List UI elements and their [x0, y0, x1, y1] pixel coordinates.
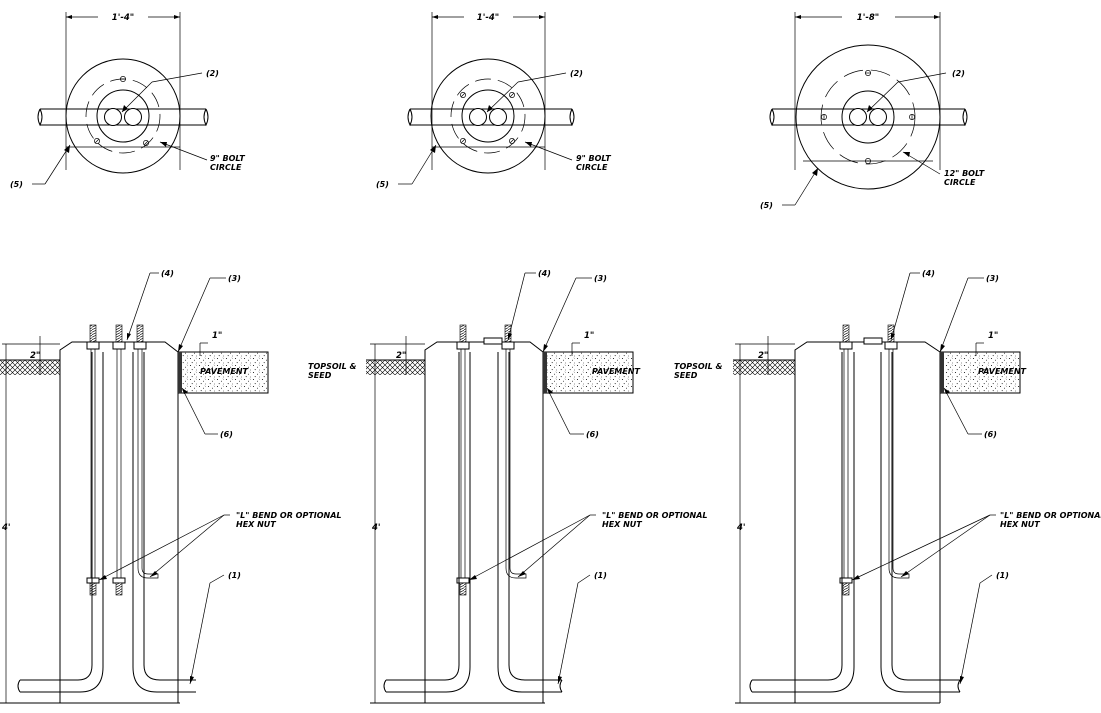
- detail-3: 1'-8" (2) 12" BOLT CIRCLE: [674, 12, 1101, 704]
- anchor-bolt-holes: [94, 76, 149, 146]
- base-plate: [841, 90, 895, 144]
- label-6: (6): [220, 430, 233, 439]
- label-5: (5): [10, 180, 23, 189]
- bend-note-line1: "L" BEND OR OPTIONAL: [602, 511, 708, 520]
- detail-2: 1'-4" (2) 9" BOLT CIRCLE: [308, 12, 708, 704]
- label-4: (4): [161, 269, 174, 278]
- bolt-circle-line: [820, 69, 916, 165]
- section-view-1: PAVEMENT 4' 2" 1": [0, 269, 342, 704]
- topsoil-label-line1: TOPSOIL &: [674, 362, 723, 371]
- bend-note-line2: HEX NUT: [602, 520, 642, 529]
- label-1: (1): [996, 571, 1009, 580]
- plan-view-2: 1'-4" (2) 9" BOLT CIRCLE: [376, 12, 611, 189]
- topsoil-label-line1: TOPSOIL &: [308, 362, 357, 371]
- dim-4ft: 4': [1, 523, 11, 533]
- conduit-hole-left: [849, 108, 867, 126]
- bolt-circle-label-line1: 12" BOLT: [944, 169, 985, 178]
- concrete-pier: [794, 341, 941, 703]
- conduit-hole-left: [469, 108, 487, 126]
- label-1: (1): [594, 571, 607, 580]
- bolt-circle-label-line1: 9" BOLT: [210, 154, 245, 163]
- dim-2in: 2": [758, 351, 768, 361]
- topsoil-label-line2: SEED: [308, 371, 332, 380]
- expansion-joint: [178, 352, 182, 393]
- conduits: [749, 352, 961, 693]
- label-2: (2): [206, 69, 219, 78]
- bend-note-line2: HEX NUT: [1000, 520, 1040, 529]
- pavement-label: PAVEMENT: [978, 367, 1027, 376]
- plan-width-dimension: 1'-4": [112, 13, 134, 23]
- pavement-section: [542, 351, 634, 394]
- plan-width-dimension: 1'-8": [857, 13, 879, 23]
- topsoil-hatch: [733, 360, 795, 375]
- plan-width-dimension: 1'-4": [477, 13, 499, 23]
- conduit-hole-left: [104, 108, 122, 126]
- dim-1in: 1": [584, 331, 594, 341]
- label-2: (2): [570, 69, 583, 78]
- label-3: (3): [594, 274, 607, 283]
- label-2: (2): [952, 69, 965, 78]
- dim-4ft: 4': [736, 523, 746, 533]
- dim-4ft: 4': [371, 523, 381, 533]
- label-5: (5): [376, 180, 389, 189]
- foundation-circle: [795, 44, 941, 190]
- label-6: (6): [984, 430, 997, 439]
- pavement-label: PAVEMENT: [200, 367, 249, 376]
- anchor-bolt-holes: [460, 92, 515, 144]
- conduits: [17, 352, 196, 693]
- label-5: (5): [760, 201, 773, 210]
- topsoil-label-line2: SEED: [674, 371, 698, 380]
- pavement-label: PAVEMENT: [592, 367, 641, 376]
- conduit-hole-right: [869, 108, 887, 126]
- pavement-section: [939, 351, 1021, 394]
- bolt-circle-label-line2: CIRCLE: [210, 163, 242, 172]
- expansion-joint: [543, 352, 547, 393]
- dim-2in: 2": [396, 351, 406, 361]
- dim-2in: 2": [30, 351, 40, 361]
- bolt-circle-label-line1: 9" BOLT: [576, 154, 611, 163]
- label-4: (4): [538, 269, 551, 278]
- expansion-joint: [940, 352, 944, 393]
- concrete-pier: [424, 341, 544, 703]
- anchor-bolts: [86, 324, 159, 596]
- topsoil-hatch: [0, 360, 60, 375]
- label-6: (6): [586, 430, 599, 439]
- label-1: (1): [228, 571, 241, 580]
- label-3: (3): [228, 274, 241, 283]
- bend-note-line1: "L" BEND OR OPTIONAL: [236, 511, 342, 520]
- section-view-2: TOPSOIL & SEED PAVEMENT 4' 2" 1": [308, 269, 708, 704]
- bolt-circle-line: [450, 78, 526, 154]
- anchor-bolts: [456, 324, 527, 596]
- conduit-hole-right: [124, 108, 142, 126]
- detail-1: 1'-4" (2) 9" BOLT CIRCLE: [0, 12, 342, 704]
- concrete-pier: [59, 341, 179, 703]
- topsoil-hatch: [366, 360, 425, 375]
- label-4: (4): [922, 269, 935, 278]
- foundation-circle: [430, 58, 546, 174]
- bend-note-line2: HEX NUT: [236, 520, 276, 529]
- bolt-circle-label-line2: CIRCLE: [576, 163, 608, 172]
- base-plate: [461, 89, 515, 143]
- foundation-circle: [65, 58, 181, 174]
- dim-1in: 1": [988, 331, 998, 341]
- conduit-hole-right: [489, 108, 507, 126]
- anchor-bolts: [839, 324, 910, 596]
- section-view-3: TOPSOIL & SEED PAVEMENT 4' 2" 1": [674, 269, 1101, 704]
- base-plate: [96, 89, 150, 143]
- bend-note-line1: "L" BEND OR OPTIONAL: [1000, 511, 1101, 520]
- conduits: [383, 352, 563, 693]
- plan-view-3: 1'-8" (2) 12" BOLT CIRCLE: [760, 12, 985, 210]
- bolt-circle-label-line2: CIRCLE: [944, 178, 976, 187]
- plan-view-1: 1'-4" (2) 9" BOLT CIRCLE: [10, 12, 245, 189]
- dim-1in: 1": [212, 331, 222, 341]
- label-3: (3): [986, 274, 999, 283]
- anchor-bolt-holes: [821, 70, 915, 164]
